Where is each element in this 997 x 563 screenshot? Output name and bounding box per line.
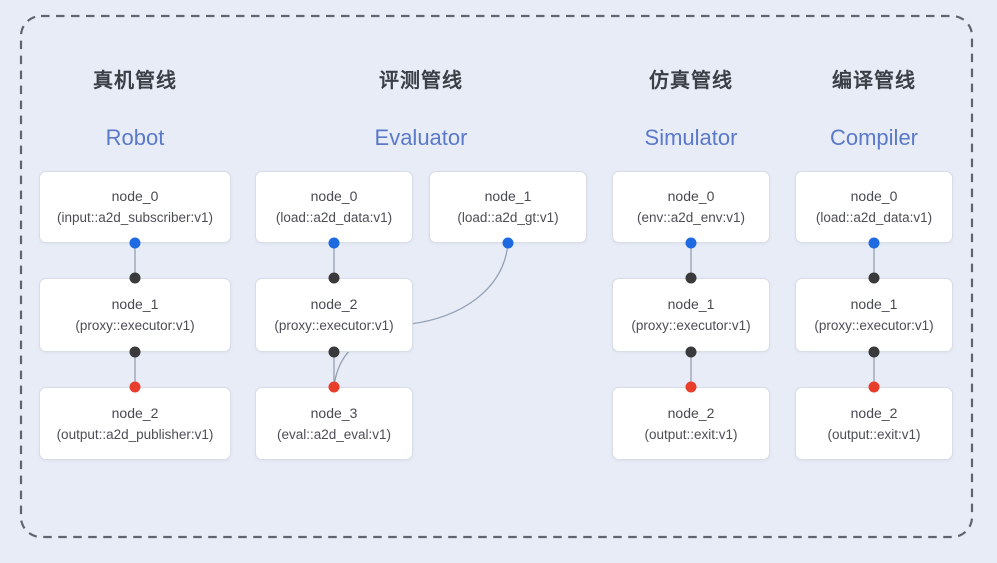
- node-name-label: node_0: [310, 188, 358, 204]
- pipeline-cn-title-robot: 真机管线: [93, 70, 177, 92]
- node-box-evaluator-0: node_0(load::a2d_data:v1): [255, 171, 413, 243]
- node-box-compiler-2: node_2(output::exit:v1): [795, 387, 953, 460]
- node-box-robot-1: node_1(proxy::executor:v1): [39, 278, 231, 352]
- dashed-boundary: [19, 14, 974, 539]
- node-type-label: (output::a2d_publisher:v1): [56, 426, 214, 442]
- proxy-input-port-dot: [868, 272, 880, 284]
- node-name-label: node_0: [667, 188, 715, 204]
- proxy-output-port-dot: [129, 346, 141, 358]
- source-output-port-dot: [328, 237, 340, 249]
- sink-input-port-dot: [868, 381, 880, 393]
- node-type-label: (proxy::executor:v1): [814, 318, 934, 333]
- node-type-label: (proxy::executor:v1): [631, 318, 751, 333]
- node-name-label: node_1: [850, 296, 898, 312]
- node-name-label: node_0: [111, 188, 159, 204]
- proxy-input-port-dot: [685, 272, 697, 284]
- node-type-label: (env::a2d_env:v1): [636, 210, 746, 225]
- node-name-label: node_3: [310, 404, 358, 421]
- node-type-label: (proxy::executor:v1): [274, 318, 394, 333]
- node-name-label: node_1: [484, 188, 532, 204]
- pipeline-en-title-evaluator: Evaluator: [374, 125, 468, 150]
- proxy-input-port-dot: [328, 272, 340, 284]
- node-type-label: (output::exit:v1): [644, 426, 738, 442]
- node-name-label: node_1: [667, 296, 715, 312]
- node-box-evaluator-2: node_2(proxy::executor:v1): [255, 278, 413, 352]
- node-type-label: (input::a2d_subscriber:v1): [56, 210, 214, 225]
- node-type-label: (proxy::executor:v1): [75, 318, 195, 333]
- proxy-input-port-dot: [129, 272, 141, 284]
- proxy-output-port-dot: [328, 346, 340, 358]
- node-box-compiler-1: node_1(proxy::executor:v1): [795, 278, 953, 352]
- node-box-simulator-2: node_2(output::exit:v1): [612, 387, 770, 460]
- pipeline-cn-title-evaluator: 评测管线: [379, 70, 463, 92]
- node-type-label: (load::a2d_data:v1): [275, 210, 393, 225]
- node-box-evaluator-1: node_1(load::a2d_gt:v1): [429, 171, 587, 243]
- node-type-label: (load::a2d_data:v1): [815, 210, 933, 225]
- node-type-label: (eval::a2d_eval:v1): [276, 426, 392, 442]
- node-name-label: node_2: [850, 404, 898, 421]
- pipeline-en-title-simulator: Simulator: [644, 125, 738, 150]
- pipeline-cn-title-simulator: 仿真管线: [649, 70, 733, 92]
- node-type-label: (output::exit:v1): [827, 426, 921, 442]
- sink-input-port-dot: [328, 381, 340, 393]
- source-output-port-dot: [868, 237, 880, 249]
- node-box-simulator-1: node_1(proxy::executor:v1): [612, 278, 770, 352]
- proxy-output-port-dot: [868, 346, 880, 358]
- source-output-port-dot: [502, 237, 514, 249]
- node-name-label: node_0: [850, 188, 898, 204]
- pipeline-en-title-robot: Robot: [105, 125, 165, 150]
- node-name-label: node_2: [667, 404, 715, 421]
- node-name-label: node_1: [111, 296, 159, 312]
- source-output-port-dot: [685, 237, 697, 249]
- node-name-label: node_2: [310, 296, 358, 312]
- sink-input-port-dot: [129, 381, 141, 393]
- node-box-simulator-0: node_0(env::a2d_env:v1): [612, 171, 770, 243]
- sink-input-port-dot: [685, 381, 697, 393]
- node-name-label: node_2: [111, 404, 159, 421]
- pipeline-en-title-compiler: Compiler: [829, 125, 919, 150]
- node-box-compiler-0: node_0(load::a2d_data:v1): [795, 171, 953, 243]
- source-output-port-dot: [129, 237, 141, 249]
- pipeline-cn-title-compiler: 编译管线: [832, 70, 916, 92]
- proxy-output-port-dot: [685, 346, 697, 358]
- node-box-robot-2: node_2(output::a2d_publisher:v1): [39, 387, 231, 460]
- node-box-robot-0: node_0(input::a2d_subscriber:v1): [39, 171, 231, 243]
- node-box-evaluator-3: node_3(eval::a2d_eval:v1): [255, 387, 413, 460]
- node-type-label: (load::a2d_gt:v1): [457, 210, 559, 225]
